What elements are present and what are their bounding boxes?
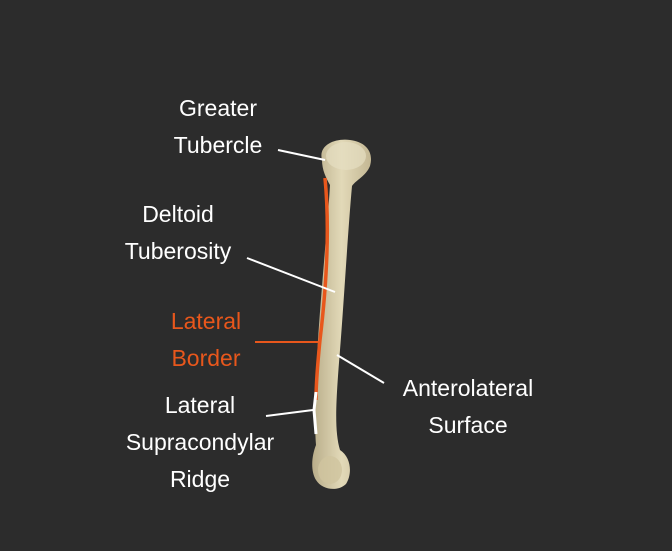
leader-supracondylar-ridge bbox=[265, 409, 314, 417]
label-line: Tubercle bbox=[173, 132, 263, 158]
humerus-bone bbox=[312, 139, 372, 489]
lateral-border-line bbox=[314, 177, 330, 401]
label-anterolateral-surface: Anterolateral Surface bbox=[388, 370, 548, 444]
leader-deltoid-tuberosity bbox=[246, 257, 336, 293]
label-line: Lateral bbox=[164, 392, 236, 418]
label-deltoid-tuberosity: Deltoid Tuberosity bbox=[108, 196, 248, 270]
label-line: Supracondylar bbox=[125, 429, 275, 455]
label-lateral-supracondylar-ridge: Lateral Supracondylar Ridge bbox=[110, 387, 290, 498]
label-line: Border bbox=[171, 345, 241, 371]
label-line: Surface bbox=[428, 412, 508, 438]
label-line: Lateral bbox=[170, 308, 242, 334]
lateral-supracondylar-ridge-line bbox=[312, 391, 318, 435]
leader-greater-tubercle bbox=[277, 149, 326, 161]
label-greater-tubercle: Greater Tubercle bbox=[158, 90, 278, 164]
label-line: Deltoid bbox=[142, 201, 214, 227]
leader-anterolateral-surface bbox=[336, 354, 385, 384]
label-lateral-border: Lateral Border bbox=[151, 303, 261, 377]
label-line: Greater bbox=[179, 95, 257, 121]
label-line: Tuberosity bbox=[124, 238, 232, 264]
label-line: Ridge bbox=[169, 466, 231, 492]
label-line: Anterolateral bbox=[402, 375, 534, 401]
